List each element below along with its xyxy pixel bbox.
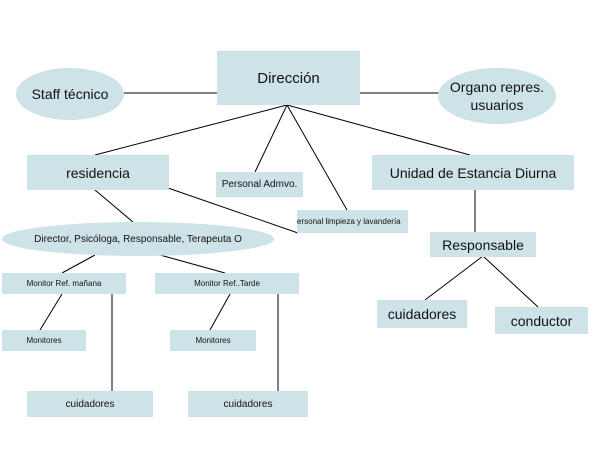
node-cuidadores-1: cuidadores [27, 391, 153, 417]
connector-director-manana [61, 254, 96, 274]
connector-residencia-director [94, 189, 134, 223]
node-staff-tecnico: Staff técnico [16, 68, 124, 120]
connector-tarde-monitores [209, 293, 231, 331]
node-personal-limpieza: ersonal limpieza y lavandería [297, 210, 408, 233]
connector-responsable-conductor [482, 255, 539, 308]
node-monitores-1: Monitores [2, 330, 86, 351]
node-monitor-manana: Monitor Ref. mañana [2, 273, 126, 294]
connector-direccion-limpieza [286, 104, 348, 211]
node-cuidadores-2: cuidadores [188, 391, 308, 417]
node-monitores-2: Monitores [170, 330, 256, 351]
connector-direccion-admvo [254, 104, 288, 173]
connector-responsable-cuidadores [424, 255, 484, 301]
connector-residencia-limpieza [167, 187, 299, 234]
node-personal-admvo: Personal Admvo. [216, 172, 303, 197]
organo-line-2: usuarios [470, 97, 524, 113]
node-director-psicologa: Director, Psicóloga, Responsable, Terape… [2, 222, 274, 256]
node-residencia: residencia [27, 155, 169, 190]
node-conductor: conductor [495, 307, 588, 334]
node-organo-repres: Organo repres. usuarios [438, 68, 556, 124]
connector-manana-monitores [39, 293, 63, 331]
node-unidad-estancia: Unidad de Estancia Diurna [372, 155, 574, 190]
organo-line-1: Organo repres. [449, 79, 545, 95]
connector-direccion-unidad [286, 104, 471, 156]
node-responsable: Responsable [430, 232, 536, 257]
connector-director-tarde [159, 254, 226, 274]
node-direccion: Dirección [217, 51, 360, 105]
connector-direccion-residencia [94, 104, 288, 156]
node-monitor-tarde: Monitor Ref..Tarde [155, 273, 299, 294]
node-cuidadores-ued: cuidadores [377, 300, 467, 328]
